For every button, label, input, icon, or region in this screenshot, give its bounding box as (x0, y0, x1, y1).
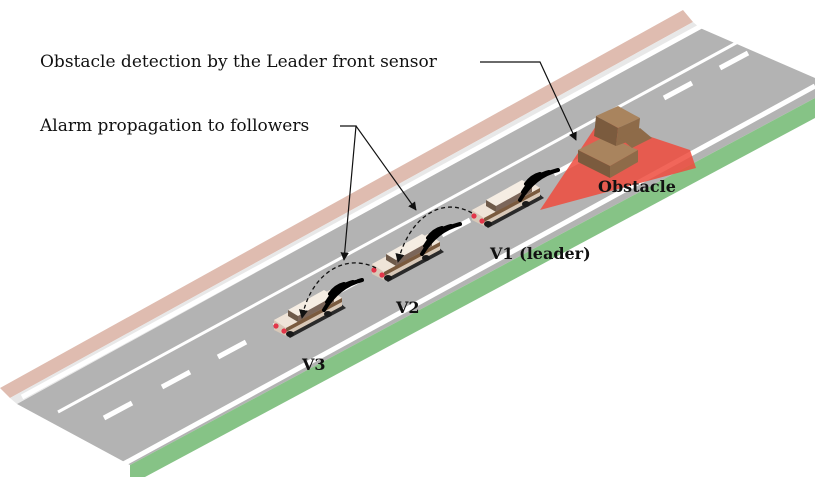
grass-verge (130, 98, 815, 477)
obstacle-boxes (578, 106, 652, 178)
v2-label: V2 (395, 298, 420, 317)
obstacle-detection-annotation: Obstacle detection by the Leader front s… (40, 52, 438, 72)
propagation-arrow-v1-v2 (395, 206, 473, 263)
sidewalk (0, 10, 693, 398)
edge-line-top (20, 21, 707, 400)
propagation-arrow-v2-v3 (299, 262, 377, 319)
v1-label: V1 (leader) (489, 244, 591, 263)
lane-line-solid (57, 28, 761, 414)
obstacle-label: Obstacle (598, 177, 676, 196)
alarm-leader-line-v2 (355, 125, 417, 211)
edge-line-bottom (116, 83, 815, 470)
v3-label: V3 (301, 355, 326, 374)
alarm-propagation-annotation: Alarm propagation to followers (39, 116, 309, 136)
detection-leader-line (480, 61, 577, 141)
